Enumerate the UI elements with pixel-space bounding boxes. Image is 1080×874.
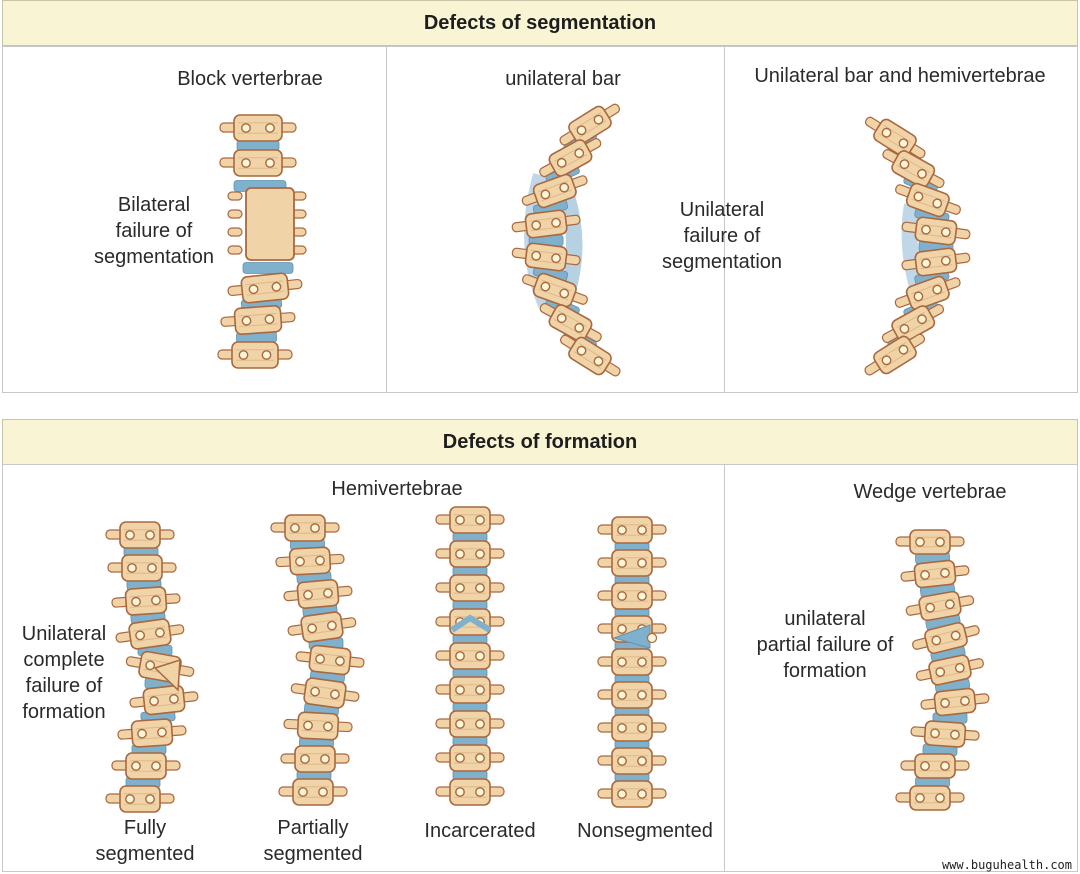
vertebra [283, 579, 353, 609]
bar-hemivertebrae-panel [724, 46, 1078, 393]
caption-incarcerated: Incarcerated [424, 820, 536, 842]
fused-block [227, 187, 307, 261]
vertebra [920, 687, 990, 717]
unilateral-bar-spine [511, 103, 621, 377]
vertebra [270, 514, 340, 542]
vertebra [278, 778, 348, 806]
vertebra [105, 521, 175, 549]
vertebra [881, 304, 945, 344]
vertebra [864, 116, 926, 159]
vertebra [435, 744, 505, 772]
vertebra [905, 590, 975, 622]
vertebra [894, 275, 961, 311]
vertebra [280, 745, 350, 773]
vertebra [107, 554, 177, 582]
vertebra [219, 114, 297, 142]
vertebra [435, 608, 505, 636]
vertebra [435, 778, 505, 806]
vertebra [597, 549, 667, 577]
vertebra [511, 242, 581, 272]
vertebra [111, 586, 181, 616]
disc [242, 262, 294, 274]
vertebra [217, 341, 293, 369]
caption-fully-segmented: Fully segmented [95, 817, 195, 865]
unilateral-bar-title: unilateral bar [505, 68, 621, 90]
vertebra [895, 182, 961, 218]
vertebra [597, 516, 667, 544]
vertebra [901, 216, 971, 246]
wedge-vertebrae-title: Wedge vertebrae [853, 481, 1007, 503]
vertebra [900, 753, 970, 779]
hemivertebrae-title: Hemivertebrae [331, 478, 463, 500]
vertebra [105, 785, 175, 813]
vertebra [283, 711, 353, 741]
vertebra [912, 621, 980, 655]
segmentation-header: Defects of segmentation [2, 0, 1078, 46]
vertebra [290, 677, 360, 709]
block-vertebrae-spine [217, 114, 307, 369]
vertebra [901, 247, 971, 277]
vertebra [435, 676, 505, 704]
vertebra [220, 305, 296, 335]
vertebra [117, 718, 187, 748]
vertebra [559, 334, 621, 377]
vertebra [435, 506, 505, 534]
vertebra [115, 618, 185, 650]
wedge-vertebrae-panel [724, 464, 1078, 872]
vertebra [597, 582, 667, 610]
vertebra [435, 540, 505, 568]
vertebra [287, 611, 357, 643]
vertebra [539, 138, 602, 178]
vertebra [559, 103, 621, 146]
vertebra [915, 654, 984, 686]
vertebra [435, 574, 505, 602]
partial-failure-label: unilateral partial failure of formation [756, 608, 894, 682]
watermark: www.buguhealth.com [941, 858, 1072, 872]
vertebra [219, 149, 297, 177]
incarcerated-spine [435, 506, 505, 806]
vertebra [111, 752, 181, 780]
partially-segmented-spine [270, 514, 365, 806]
vertebra [597, 681, 667, 709]
vertebra [900, 559, 970, 589]
vertebra [864, 333, 926, 376]
vertebra [539, 303, 602, 343]
vertebra [435, 642, 505, 670]
bar-hemivertebrae-spine [864, 116, 971, 376]
vertebra [597, 714, 667, 742]
caption-nonsegmented: Nonsegmented [577, 820, 713, 842]
fully-segmented-spine [105, 521, 199, 813]
vertebra [435, 710, 505, 738]
block-vertebrae-title: Block verterbrae [177, 68, 323, 90]
vertebra [275, 546, 345, 576]
nonsegmented-spine [597, 516, 667, 808]
vertebra [511, 209, 581, 239]
vertebra [227, 272, 303, 304]
vertebra [521, 173, 588, 209]
vertebra [597, 648, 667, 676]
vertebra [295, 644, 365, 676]
vertebra [597, 747, 667, 775]
complete-failure-label: Unilateral complete failure of formation [21, 623, 107, 723]
vertebra [522, 272, 588, 308]
bilateral-failure-label: Bilateral failure of segmentation [93, 194, 215, 268]
caption-partially-segmented: Partially segmented [263, 817, 363, 865]
vertebra [129, 684, 199, 716]
unilateral-failure-label: Unilateral failure of segmentation [661, 199, 783, 273]
vertebra [895, 529, 965, 555]
bar-hemivertebrae-title: Unilateral bar and hemivertebrae [754, 65, 1046, 87]
wedge-vertebrae-spine [895, 529, 990, 811]
vertebra [910, 720, 980, 748]
vertebra [895, 785, 965, 811]
vertebra [597, 780, 667, 808]
vertebra [882, 149, 945, 189]
